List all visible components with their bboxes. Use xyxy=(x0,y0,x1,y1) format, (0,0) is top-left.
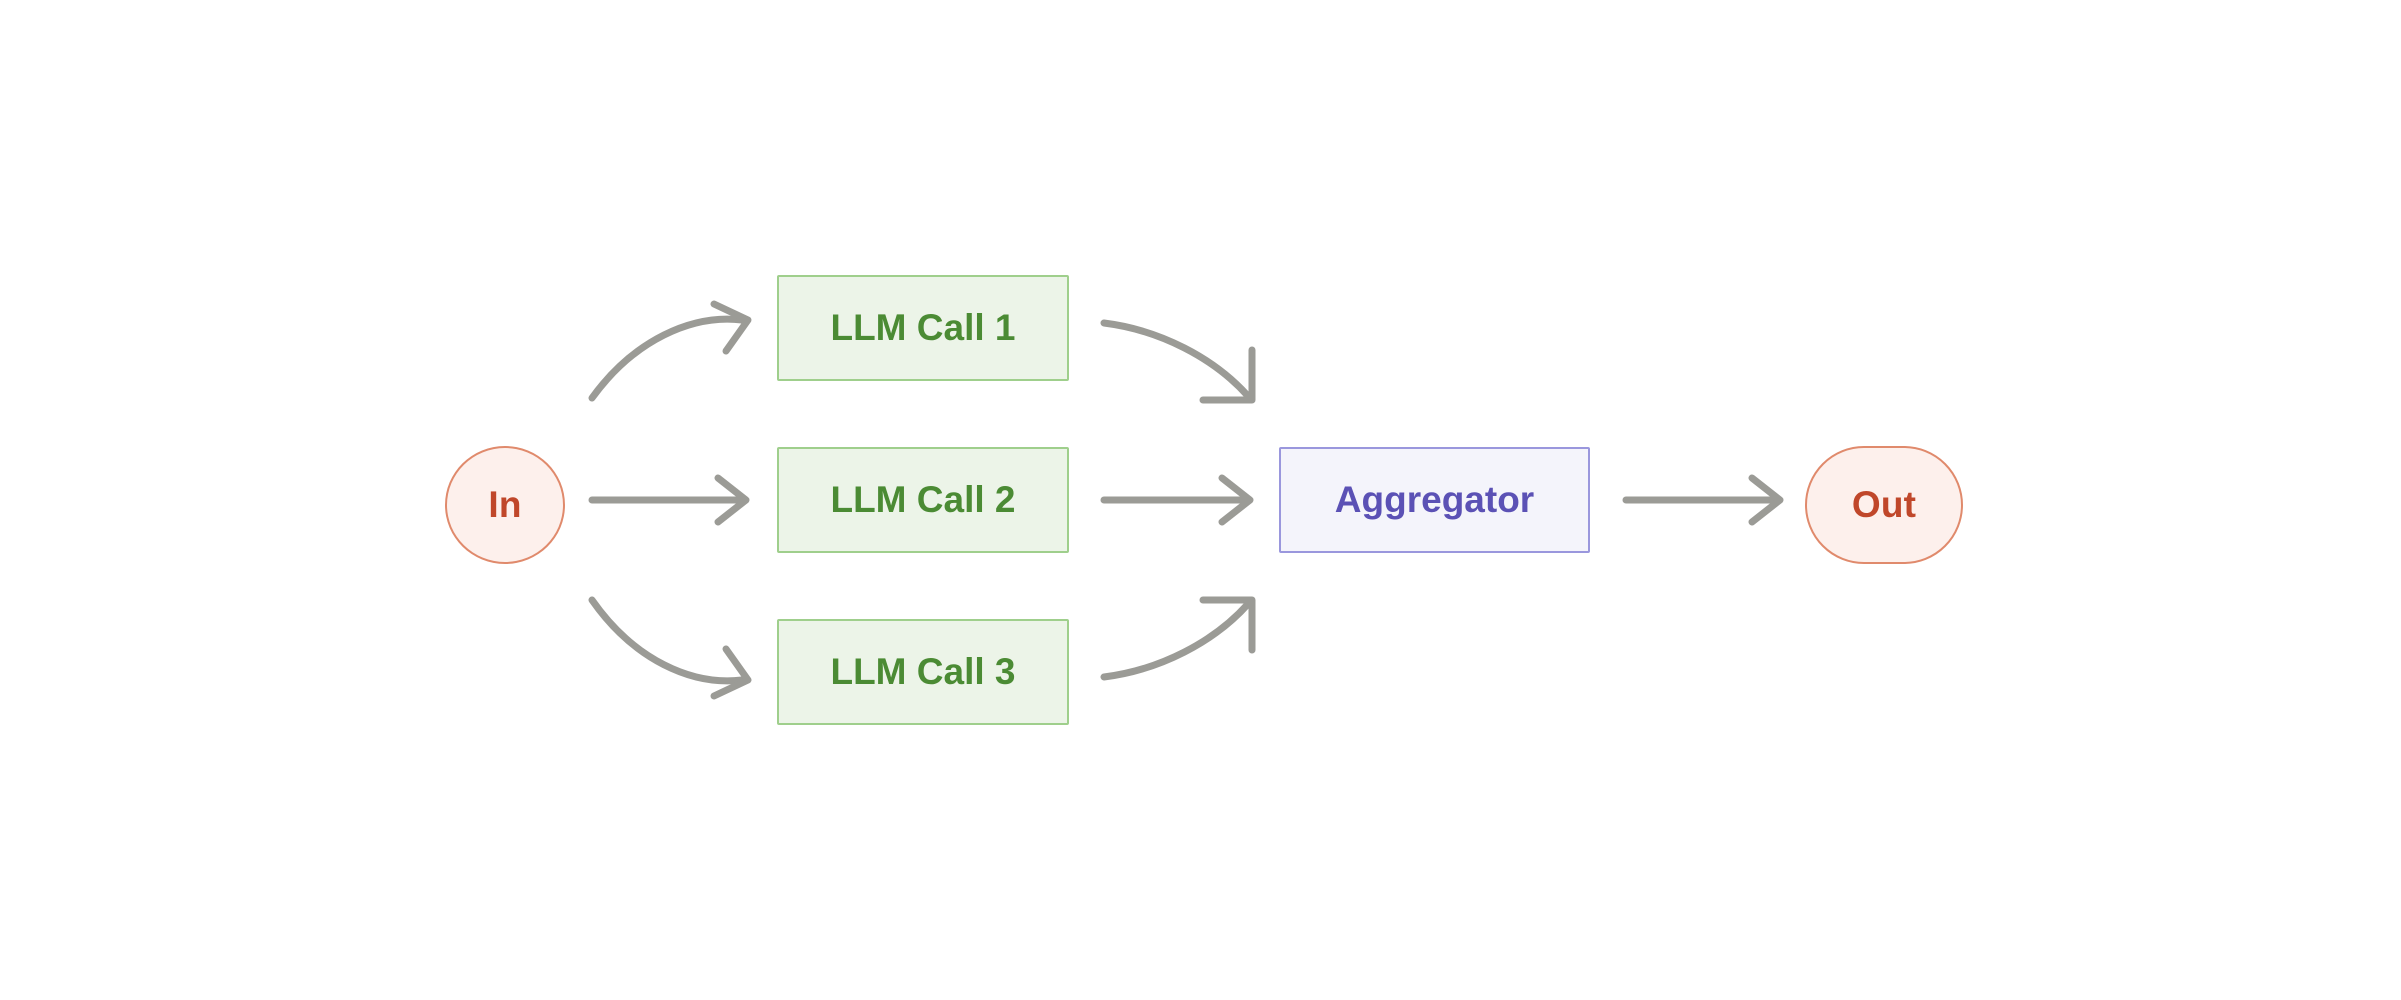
edge-in-to-llm-call-2 xyxy=(588,474,750,526)
node-llm-call-3[interactable]: LLM Call 3 xyxy=(777,619,1069,725)
edge-aggregator-to-out xyxy=(1622,474,1784,526)
node-output-label: Out xyxy=(1851,484,1917,525)
node-llm-call-3-label: LLM Call 3 xyxy=(830,651,1016,692)
edge-llm-call-3-to-aggregator xyxy=(1100,596,1256,681)
edge-in-to-llm-call-3 xyxy=(588,596,752,700)
node-input-label: In xyxy=(488,484,522,525)
node-aggregator[interactable]: Aggregator xyxy=(1279,447,1590,553)
node-aggregator-label: Aggregator xyxy=(1334,479,1535,520)
edge-in-to-llm-call-1 xyxy=(588,300,752,402)
node-input[interactable]: In xyxy=(445,446,565,564)
node-llm-call-1-label: LLM Call 1 xyxy=(830,307,1016,348)
edge-llm-call-2-to-aggregator xyxy=(1100,474,1254,526)
node-output[interactable]: Out xyxy=(1805,446,1963,564)
node-llm-call-1[interactable]: LLM Call 1 xyxy=(777,275,1069,381)
node-llm-call-2[interactable]: LLM Call 2 xyxy=(777,447,1069,553)
node-llm-call-2-label: LLM Call 2 xyxy=(830,479,1016,520)
edge-llm-call-1-to-aggregator xyxy=(1100,319,1256,404)
